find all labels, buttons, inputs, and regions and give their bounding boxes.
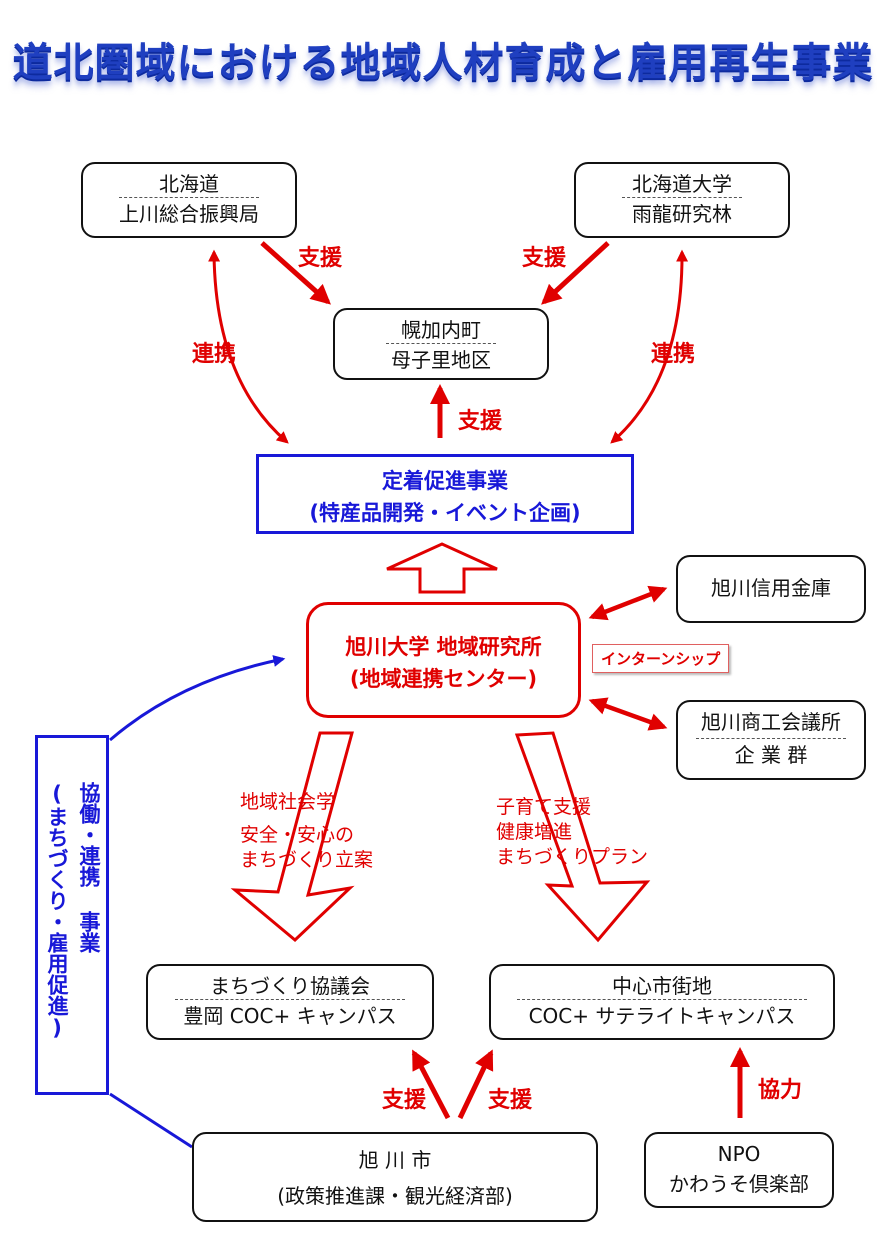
label-shien-1: 支援 xyxy=(298,246,343,271)
node-chushin: 中心市街地 COC+ サテライトキャンパス xyxy=(489,964,835,1040)
arrow-renkei-right xyxy=(610,249,689,444)
node-city-line1: 旭 川 市 xyxy=(358,1148,432,1172)
node-teichaku-line2: (特産品開発・イベント企画) xyxy=(309,501,581,525)
node-hokudai-line1: 北海道大学 xyxy=(632,172,732,196)
node-hokudai-line2: 雨龍研究林 xyxy=(632,202,732,226)
node-shinkin: 旭川信用金庫 xyxy=(676,555,866,623)
theme-left-1: 地域社会学 xyxy=(240,791,336,813)
line-kyodo-to-city xyxy=(109,1092,193,1149)
label-shien-4: 支援 xyxy=(382,1088,427,1113)
node-divider xyxy=(119,197,259,198)
theme-left: 地域社会学 安全・安心の まちづくり立案 xyxy=(240,790,373,873)
arrow-univ-shoko xyxy=(588,697,668,731)
label-renkei-left: 連携 xyxy=(192,342,237,367)
node-kyodo-col1: 協働・連携 事業 xyxy=(77,782,101,953)
node-npo: NPO かわうそ倶楽部 xyxy=(644,1132,834,1208)
arrow-renkei-left xyxy=(208,249,289,444)
theme-right-1: 子育て支援 xyxy=(496,796,592,818)
theme-left-2: 安全・安心の xyxy=(240,824,355,846)
node-shoko: 旭川商工会議所 企 業 群 xyxy=(676,700,866,780)
node-city: 旭 川 市 (政策推進課・観光経済部) xyxy=(192,1132,598,1222)
label-kyoryoku: 協力 xyxy=(758,1078,803,1103)
node-city-line2: (政策推進課・観光経済部) xyxy=(277,1184,513,1208)
node-divider xyxy=(517,999,807,1000)
node-chushin-line1: 中心市街地 xyxy=(612,974,712,998)
node-shoko-line1: 旭川商工会議所 xyxy=(701,710,841,734)
arrow-city-to-machikyo xyxy=(411,1049,451,1120)
node-machikyo-line1: まちづくり協議会 xyxy=(210,974,370,998)
node-univ-line1: 旭川大学 地域研究所 xyxy=(345,635,542,659)
label-renkei-right: 連携 xyxy=(651,342,696,367)
arrow-univ-to-machikyo xyxy=(230,731,355,943)
badge-internship: インターンシップ xyxy=(592,644,730,673)
node-hokkaido-line1: 北海道 xyxy=(159,172,219,196)
theme-right-3: まちづくりプラン xyxy=(496,846,649,868)
node-shinkin-line1: 旭川信用金庫 xyxy=(711,576,831,600)
node-hokudai: 北海道大学 雨龍研究林 xyxy=(574,162,790,238)
node-teichaku-line1: 定着促進事業 xyxy=(382,469,508,493)
theme-left-3: まちづくり立案 xyxy=(240,849,374,871)
arrow-univ-to-chushin xyxy=(514,731,651,943)
node-univ: 旭川大学 地域研究所 (地域連携センター) xyxy=(306,602,581,718)
node-kyodo-col2: (まちづくり・雇用促進) xyxy=(45,782,69,1040)
arrow-hokudai-to-horokanai xyxy=(541,241,610,305)
node-kyodo: 協働・連携 事業 (まちづくり・雇用促進) xyxy=(35,735,109,1095)
node-shoko-line2: 企 業 群 xyxy=(734,743,808,767)
node-divider xyxy=(386,343,496,344)
theme-right-2: 健康増進 xyxy=(496,821,573,843)
node-hokkaido: 北海道 上川総合振興局 xyxy=(81,162,297,238)
arrow-kyodo-to-univ xyxy=(109,655,286,742)
diagram-title: 道北圏域における地域人材育成と雇用再生事業 xyxy=(12,40,874,86)
node-divider xyxy=(622,197,742,198)
arrow-univ-to-teichaku xyxy=(386,542,498,594)
label-shien-2: 支援 xyxy=(522,246,567,271)
node-divider xyxy=(696,738,846,739)
arrow-city-to-chushin xyxy=(457,1049,494,1120)
node-chushin-line2: COC+ サテライトキャンパス xyxy=(528,1004,796,1028)
node-teichaku: 定着促進事業 (特産品開発・イベント企画) xyxy=(256,454,634,534)
node-npo-line1: NPO xyxy=(717,1142,761,1166)
label-shien-3: 支援 xyxy=(458,409,503,434)
arrow-univ-shinkin xyxy=(588,585,668,621)
node-horokanai: 幌加内町 母子里地区 xyxy=(333,308,549,380)
node-machikyo-line2: 豊岡 COC+ キャンパス xyxy=(183,1004,397,1028)
label-shien-5: 支援 xyxy=(488,1088,533,1113)
node-univ-line2: (地域連携センター) xyxy=(349,667,538,691)
theme-right: 子育て支援 健康増進 まちづくりプラン xyxy=(496,795,648,870)
node-hokkaido-line2: 上川総合振興局 xyxy=(119,202,259,226)
node-npo-line2: かわうそ倶楽部 xyxy=(669,1172,809,1196)
node-divider xyxy=(175,999,405,1000)
node-horokanai-line2: 母子里地区 xyxy=(391,348,491,372)
node-horokanai-line1: 幌加内町 xyxy=(401,318,481,342)
node-machikyo: まちづくり協議会 豊岡 COC+ キャンパス xyxy=(146,964,434,1040)
